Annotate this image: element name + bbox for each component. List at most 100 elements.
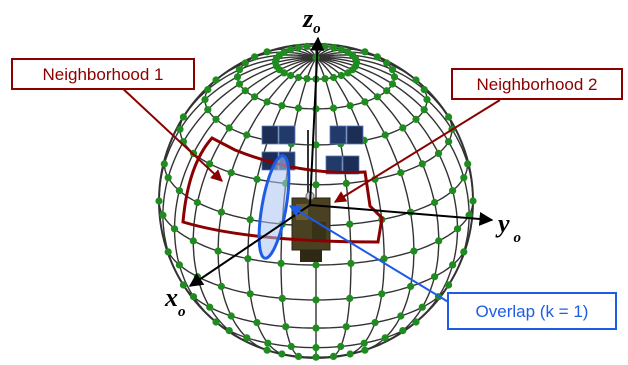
sample-point [361,346,369,354]
axes [188,36,494,287]
sample-point [243,131,251,139]
sample-point [263,98,271,106]
sample-points [155,42,477,361]
sphere-meridian [213,54,317,82]
sample-point [431,273,439,281]
sample-point [360,339,368,347]
sample-point [346,220,354,228]
sample-point [251,53,259,61]
sample-point [294,73,302,82]
sample-point [412,76,420,84]
sample-point [460,174,468,182]
sample-point [303,42,311,51]
sample-point [321,75,329,83]
sample-point [352,62,360,70]
sample-point [212,115,220,123]
sample-point [217,282,225,290]
sample-point [246,216,254,224]
sample-point [397,312,405,320]
sample-point [312,344,320,352]
sphere-meridian [315,56,457,131]
sample-point [435,237,443,245]
sample-point [373,53,381,61]
sample-point [175,261,183,269]
sample-point [225,124,233,132]
sample-point [193,198,201,207]
sample-point [346,350,354,358]
sample-point [235,80,244,88]
z-axis-label: zo [302,4,321,37]
sample-point [227,169,235,177]
sample-point [206,160,214,168]
sample-point [241,87,249,95]
sample-point [264,339,272,347]
sample-point [241,59,249,67]
sample-point [170,225,179,233]
sample-point [312,324,320,332]
sample-point [312,261,320,269]
sample-point [321,42,329,51]
sample-point [399,327,407,335]
sample-point [204,86,212,94]
sample-point [175,187,183,195]
sample-point [179,113,187,121]
sample-point [410,247,418,255]
sample-point [287,71,295,80]
sample-point [246,290,254,298]
sample-point [164,248,172,256]
sample-point [407,282,415,290]
sample-point [244,255,252,263]
sample-point [176,125,184,133]
sample-point [390,73,399,81]
sample-point [445,281,453,289]
sample-point [312,353,320,361]
sample-point [179,281,187,289]
sample-point [294,44,302,52]
sample-point [212,76,220,84]
sample-point [330,73,338,82]
sample-point [280,69,288,77]
sample-point [243,334,251,342]
sample-point [418,160,426,168]
sample-point [342,323,350,331]
sample-point [263,48,271,56]
sample-point [329,352,338,360]
neighborhood-2-label: Neighborhood 2 [451,68,623,100]
sample-point [251,93,259,101]
sample-point [399,124,407,132]
sample-point [159,211,167,219]
sample-point [381,334,389,342]
sample-point [303,75,311,83]
sphere-meridian [315,54,419,82]
neighborhood-1-label: Neighborhood 1 [11,58,195,90]
sample-point [214,247,222,255]
sample-point [189,293,198,301]
sample-point [253,319,261,327]
sample-point [434,149,443,157]
sample-point [201,96,209,104]
sample-point [164,174,172,182]
sample-point [449,261,457,269]
sample-point [469,197,477,205]
sample-point [253,175,261,183]
sample-point [160,160,168,168]
sample-point [337,46,345,54]
sample-point [287,342,295,351]
sample-point [312,181,320,189]
sample-point [420,106,428,114]
sample-point [294,104,303,112]
sample-point [233,73,242,81]
sample-point [418,303,426,311]
sample-point [346,294,354,302]
overlap-region [257,154,291,260]
sample-point [460,248,468,256]
sample-point [312,141,320,149]
sample-point [278,350,286,358]
sample-point [204,106,212,114]
sample-point [227,312,235,320]
sample-point [397,169,405,177]
sample-point [361,48,369,56]
overlap-leader [288,205,456,307]
